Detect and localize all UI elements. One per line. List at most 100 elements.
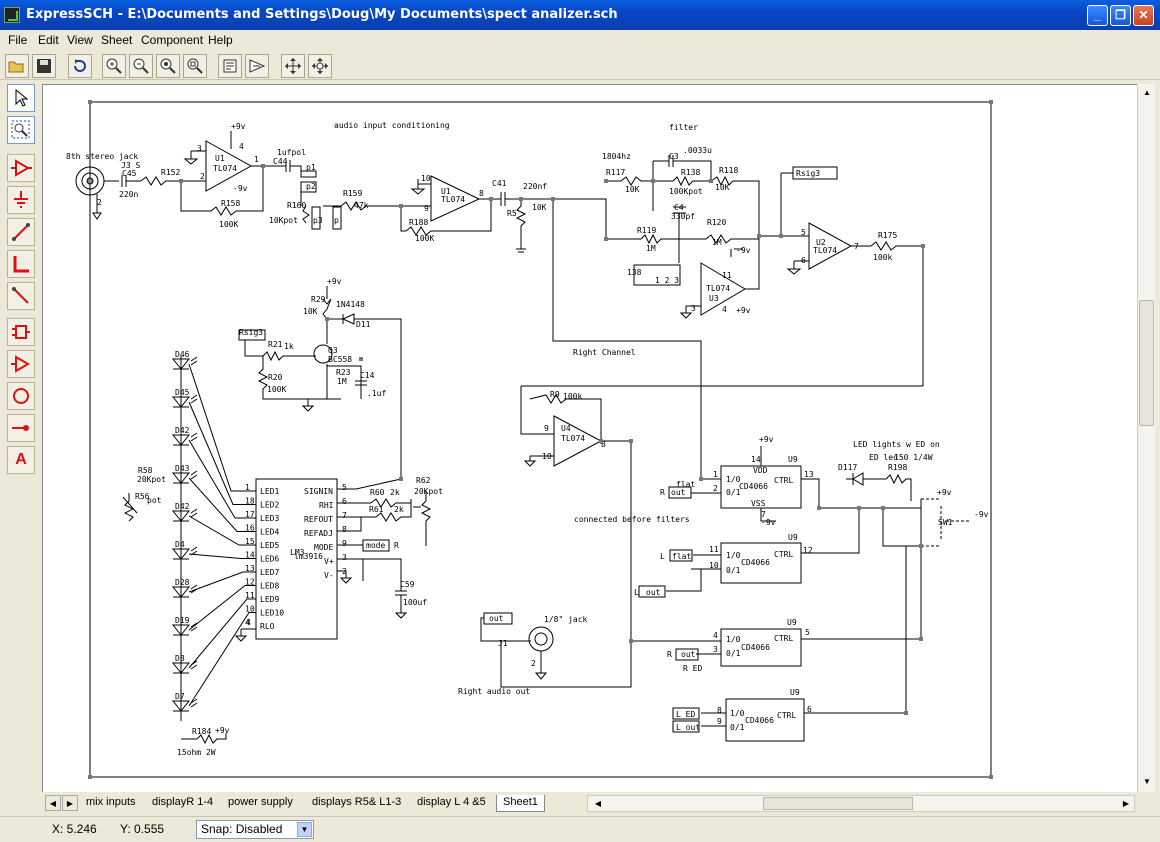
select-area-icon[interactable] (7, 116, 35, 144)
zoom-page-icon[interactable] (183, 54, 207, 78)
tab-next-icon[interactable]: ▶ (62, 795, 78, 811)
svg-text:U9: U9 (788, 533, 798, 542)
svg-text:12: 12 (803, 546, 813, 555)
svg-text:U1: U1 (441, 187, 451, 196)
component-icon[interactable] (7, 154, 35, 182)
svg-text:out: out (489, 614, 504, 623)
svg-text:R120: R120 (707, 218, 726, 227)
svg-text:10K: 10K (303, 307, 318, 316)
svg-text:R60: R60 (370, 488, 385, 497)
svg-text:10: 10 (709, 561, 719, 570)
horizontal-scroll-thumb[interactable] (763, 797, 913, 810)
tab-display-l-4-5[interactable]: display L 4 &5 (417, 796, 486, 808)
lm-right-pin-number: 9 (342, 539, 347, 548)
properties-icon[interactable] (218, 54, 242, 78)
svg-text:CD4066: CD4066 (739, 482, 768, 491)
svg-text:U3: U3 (709, 294, 719, 303)
circle-icon[interactable] (7, 382, 35, 410)
svg-text:U1: U1 (215, 154, 225, 163)
zoom-in-icon[interactable] (102, 54, 126, 78)
move-icon[interactable] (281, 54, 305, 78)
wire-node (359, 357, 363, 361)
svg-text:Q3: Q3 (328, 346, 338, 355)
svg-text:1k: 1k (284, 342, 294, 351)
menu-sheet[interactable]: Sheet (101, 33, 133, 47)
app-icon[interactable] (4, 7, 20, 23)
led-label: D4 (175, 540, 185, 549)
svg-text:pot: pot (147, 496, 162, 505)
svg-text:ED led: ED led (869, 453, 898, 462)
lm-pin-label: LED7 (260, 568, 279, 577)
part-icon[interactable] (7, 318, 35, 346)
svg-text:U9: U9 (787, 618, 797, 627)
svg-text:LED lights w ED on: LED lights w ED on (853, 440, 940, 449)
wire-node (604, 237, 608, 241)
svg-text:SW1: SW1 (938, 518, 953, 527)
svg-text:U9: U9 (790, 688, 800, 697)
menu-view[interactable]: View (67, 33, 93, 47)
scroll-left-icon[interactable]: ◀ (594, 799, 602, 808)
lm-pin-label: LED9 (260, 595, 279, 604)
amplifier-icon[interactable] (7, 350, 35, 378)
svg-text:R58: R58 (138, 466, 153, 475)
menu-edit[interactable]: Edit (38, 33, 59, 47)
scroll-down-icon[interactable]: ▼ (1143, 777, 1151, 786)
svg-text:220nf: 220nf (523, 182, 547, 191)
chevron-down-icon[interactable]: ▼ (297, 822, 312, 837)
bus-icon[interactable] (7, 250, 35, 278)
svg-text:1/0: 1/0 (726, 475, 741, 484)
wire-node (919, 637, 923, 641)
open-folder-icon[interactable] (5, 54, 29, 78)
rotate-icon[interactable] (308, 54, 332, 78)
svg-text:TL074: TL074 (213, 164, 237, 173)
svg-text:.1uf: .1uf (367, 389, 386, 398)
zoom-out-icon[interactable] (129, 54, 153, 78)
tab-displays-r5-l1-3[interactable]: displays R5& L1-3 (312, 796, 402, 808)
svg-text:R ED: R ED (683, 664, 702, 673)
tab-prev-icon[interactable]: ◀ (45, 795, 61, 811)
zoom-fit-icon[interactable] (156, 54, 180, 78)
svg-text:1/0: 1/0 (726, 551, 741, 560)
schematic-canvas[interactable]: audio input conditioning filter 8th ster… (42, 84, 1137, 792)
svg-text:out: out (671, 488, 686, 497)
vertical-scrollbar[interactable]: ▲ ▼ (1137, 84, 1155, 792)
wire-icon[interactable] (7, 218, 35, 246)
scroll-up-icon[interactable]: ▲ (1143, 88, 1151, 97)
close-button[interactable]: ✕ (1133, 5, 1154, 26)
scroll-right-icon[interactable]: ▶ (1122, 799, 1130, 808)
svg-text:R29: R29 (311, 295, 326, 304)
maximize-button[interactable]: ❐ (1110, 5, 1131, 26)
flip-icon[interactable] (245, 54, 269, 78)
menu-file[interactable]: File (8, 33, 28, 47)
status-bar: X: 5.246 Y: 0.555 Snap: Disabled ▼ (0, 816, 1160, 842)
lm-pin-label: LED2 (260, 501, 279, 510)
tab-power-supply[interactable]: power supply (228, 796, 293, 808)
horizontal-scrollbar[interactable]: ◀ ▶ (587, 795, 1135, 812)
wire-node (629, 439, 633, 443)
tab-displayr-1-4[interactable]: displayR 1-4 (152, 796, 214, 808)
menu-help[interactable]: Help (208, 33, 233, 47)
minimize-button[interactable]: _ (1087, 5, 1108, 26)
vertical-scroll-thumb[interactable] (1139, 300, 1154, 426)
svg-text:9: 9 (424, 204, 429, 213)
wire-node (699, 477, 703, 481)
tab-sheet1[interactable]: Sheet1 (496, 795, 545, 812)
lm-right-pin-label: V- (324, 571, 334, 580)
menu-component[interactable]: Component (141, 33, 204, 47)
svg-text:330pf: 330pf (671, 212, 695, 221)
svg-text:Right Channel: Right Channel (573, 348, 636, 357)
tab-mix-inputs[interactable]: mix inputs (86, 796, 136, 808)
lm-right-pin-number: 5 (342, 483, 347, 492)
junction-icon[interactable] (7, 414, 35, 442)
undo-icon[interactable] (68, 54, 92, 78)
text-icon[interactable]: A (7, 446, 35, 474)
lm-pin-label: LED3 (260, 514, 279, 523)
bus-entry-icon[interactable] (7, 282, 35, 310)
snap-select[interactable]: Snap: Disabled ▼ (196, 820, 314, 839)
save-icon[interactable] (32, 54, 56, 78)
svg-text:-9v: -9v (736, 246, 751, 255)
select-arrow-icon[interactable] (7, 84, 35, 112)
ground-icon[interactable] (7, 186, 35, 214)
menu-bar: File Edit View Sheet Component Help (0, 30, 1160, 50)
wire-node (604, 179, 608, 183)
